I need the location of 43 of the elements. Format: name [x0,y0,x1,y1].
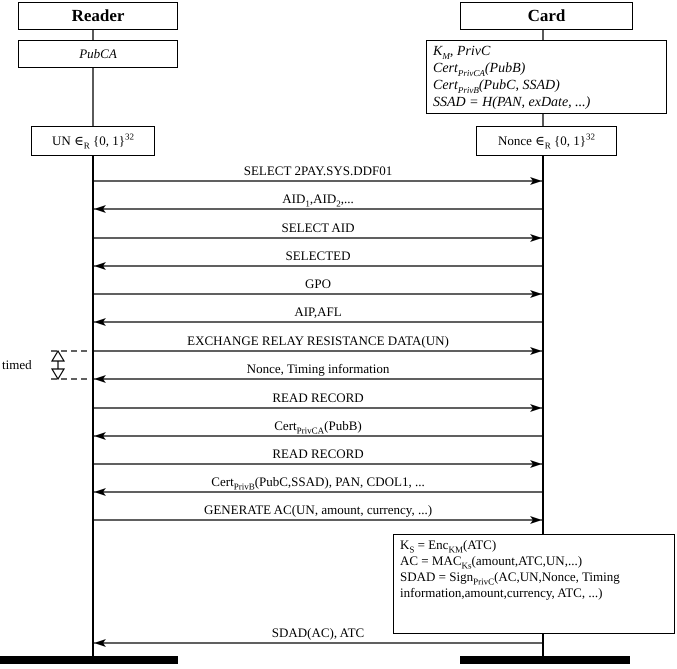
key-text: Cert$_{PrivCA}$(PubB) [433,60,526,77]
lifeline [542,156,544,534]
message-arrow [94,347,542,355]
message-arrow [94,290,542,298]
formula-text: SDAD = Sign$_{PrivC}$(AC,UN,Nonce, Timing information,amount,currency, ATC, ...) [400,569,621,601]
participant-box [18,2,178,30]
lifeline-segment [92,30,94,40]
message-arrow [94,488,542,496]
knowledge-box [18,40,178,68]
lifeline [92,156,94,656]
message-arrow [94,404,542,412]
message-arrow [94,234,542,242]
message-arrow [94,177,542,185]
key-text: PubCA [78,46,118,62]
lifeline-segment [542,30,544,40]
message-arrow [94,205,542,213]
computation-box [393,534,675,634]
lifeline-segment [542,114,544,126]
formula-text: K$_{S}$ = Enc$_{KM}$(ATC) [400,537,498,553]
knowledge-box [426,40,667,114]
message-arrow [94,432,542,440]
random-value: Nonce ∈$_{R}$ {0, 1}$^{32}$ [496,133,596,149]
lifeline [542,634,544,656]
lifeline-end-bar [0,656,178,664]
key-text: Cert$_{PrivB}$(PubC, SSAD) [433,77,561,94]
lifeline-segment [92,68,94,126]
message-arrow [94,375,542,383]
message-arrow [94,318,542,326]
message-arrow [94,516,542,524]
message-arrow [94,262,542,270]
participant-name: Reader [70,6,126,26]
lifeline-end-bar [460,656,630,664]
random-value-box [476,126,617,156]
formula-text: AC = MAC$_{Ks}$(amount,ATC,UN,...) [400,553,584,569]
key-text: SSAD = H(PAN, exDate, ...) [433,94,592,111]
key-text: K$_{M}$, PrivC [433,43,492,60]
random-value: UN ∈$_{R}$ {0, 1}$^{32}$ [51,133,135,149]
participant-box [460,2,633,30]
timing-label: timed [2,357,32,372]
participant-name: Card [526,6,566,26]
random-value-box [31,126,155,156]
message-arrow [94,460,542,468]
message-arrow [94,639,542,647]
